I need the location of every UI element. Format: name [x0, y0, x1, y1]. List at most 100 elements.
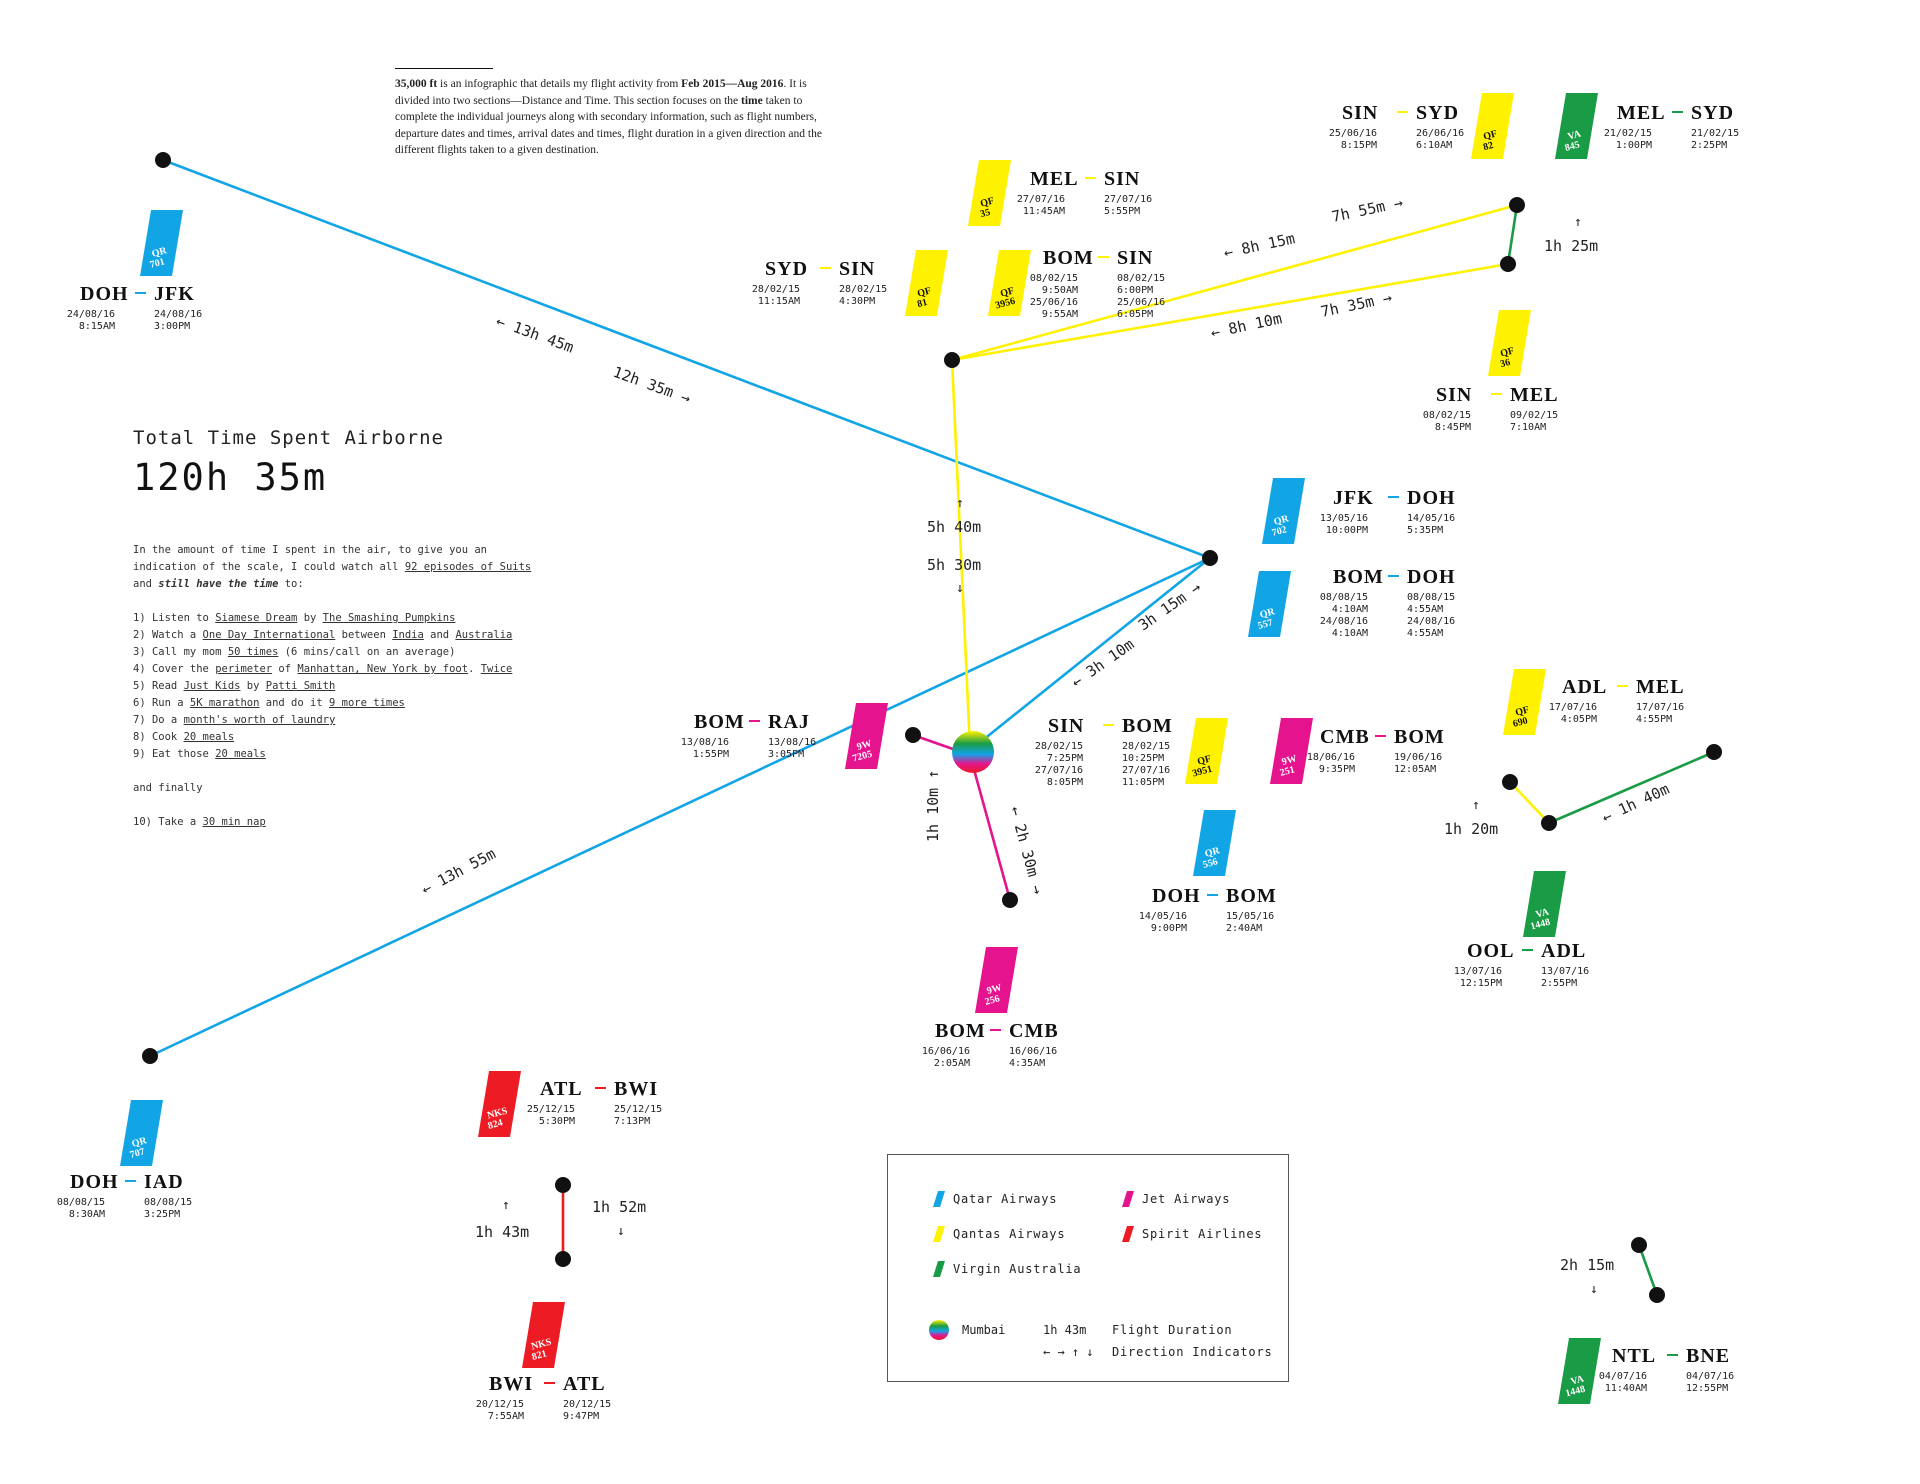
flight-number: 3956	[994, 296, 1016, 312]
duration-label: 7h 35m →	[1319, 288, 1393, 321]
route-line	[972, 556, 1211, 750]
departure-time: 28/02/15	[1035, 741, 1083, 752]
departure-time: 12:15PM	[1460, 978, 1502, 989]
tailfin-icon	[975, 947, 1018, 1013]
departure-time: 9:55AM	[1042, 309, 1078, 320]
list-item: 9) Eat those 20 meals	[133, 748, 266, 760]
arrival-time: 6:10AM	[1416, 140, 1452, 151]
flight-code: QF	[1482, 128, 1498, 142]
departure-time: 11:45AM	[1023, 206, 1065, 217]
tailfin-icon	[968, 160, 1011, 226]
departure-time: 10:00PM	[1326, 525, 1368, 536]
duration-label: ↑	[956, 496, 964, 511]
airport-dot	[944, 352, 960, 368]
duration-label: 1h 25m	[1544, 237, 1598, 255]
arrival-time: 08/08/15	[1407, 592, 1455, 603]
tailfin-icon	[845, 703, 888, 769]
destination-code: BOM	[1122, 715, 1173, 737]
list-item: 6) Run a 5K marathon and do it 9 more ti…	[133, 697, 405, 709]
flight-code: 9W	[856, 738, 873, 753]
list-item: 2) Watch a One Day International between…	[133, 629, 513, 641]
arrival-time: 21/02/15	[1691, 128, 1739, 139]
arrival-time: 6:05PM	[1117, 309, 1153, 320]
flight-code: QF	[999, 285, 1015, 299]
origin-code: SIN	[1048, 715, 1084, 737]
departure-time: 8:15PM	[1341, 140, 1377, 151]
arrival-time: 13/08/16	[768, 737, 816, 748]
mumbai-hub-marker	[952, 731, 994, 773]
duration-label: 1h 43m	[475, 1223, 529, 1241]
departure-time: 27/07/16	[1017, 194, 1065, 205]
origin-code: JFK	[1333, 487, 1374, 509]
legend-airline-name: Qatar Airways	[953, 1192, 1057, 1206]
airport-dot	[142, 1048, 158, 1064]
flight-code: QF	[1499, 345, 1515, 359]
airport-dot	[1502, 774, 1518, 790]
duration-label: 2h 15m	[1560, 1256, 1614, 1274]
origin-code: OOL	[1467, 940, 1514, 962]
destination-code: MEL	[1636, 676, 1685, 698]
flight-number: 701	[149, 256, 166, 271]
arrival-time: 10:25PM	[1122, 753, 1164, 764]
flight-number: 35	[979, 207, 992, 220]
duration-label: 5h 30m	[927, 556, 981, 574]
arrival-time: 2:55PM	[1541, 978, 1577, 989]
duration-label: ↓	[956, 581, 964, 596]
origin-code: DOH	[70, 1171, 119, 1193]
destination-code: BOM	[1394, 726, 1445, 748]
departure-time: 4:10AM	[1332, 628, 1368, 639]
flight-number: 845	[1564, 139, 1581, 154]
airline-swatch-icon	[1122, 1226, 1134, 1242]
departure-time: 8:15AM	[79, 321, 115, 332]
airport-dot	[155, 152, 171, 168]
departure-time: 08/08/15	[1320, 592, 1368, 603]
tailfin-icon	[522, 1302, 565, 1368]
flight-code: QR	[1259, 606, 1277, 621]
arrival-time: 9:47PM	[563, 1411, 599, 1422]
departure-time: 24/08/16	[1320, 616, 1368, 627]
total-time-value: 120h 35m	[133, 456, 328, 499]
duration-label: ← 8h 15m	[1222, 229, 1296, 262]
arrival-time: 08/08/15	[144, 1197, 192, 1208]
origin-code: BOM	[935, 1020, 986, 1042]
flight-number: 82	[1482, 140, 1495, 153]
duration-label: 3h 15m →	[1135, 578, 1205, 634]
arrival-time: 11:05PM	[1122, 777, 1164, 788]
flight-code: VA	[1567, 128, 1583, 142]
comparison-list: In the amount of time I spent in the air…	[133, 542, 573, 831]
legend-duration-sample: 1h 43m	[1043, 1323, 1086, 1337]
departure-time: 24/08/16	[67, 309, 115, 320]
tailfin-icon	[140, 210, 183, 276]
departure-time: 20/12/15	[476, 1399, 524, 1410]
route-line	[1509, 781, 1550, 824]
destination-code: DOH	[1407, 487, 1456, 509]
departure-time: 17/07/16	[1549, 702, 1597, 713]
legend-airline-name: Virgin Australia	[953, 1262, 1081, 1276]
airport-dot	[1202, 550, 1218, 566]
flight-code: QR	[131, 1135, 149, 1150]
airport-dot	[1631, 1237, 1647, 1253]
departure-time: 5:30PM	[539, 1116, 575, 1127]
destination-code: DOH	[1407, 566, 1456, 588]
route-line	[951, 203, 1518, 362]
arrival-time: 27/07/16	[1104, 194, 1152, 205]
destination-code: BWI	[614, 1078, 658, 1100]
arrival-time: 15/05/16	[1226, 911, 1274, 922]
airport-dot	[1541, 815, 1557, 831]
arrival-time: 6:00PM	[1117, 285, 1153, 296]
route-line	[149, 556, 1211, 1058]
para-line: In the amount of time I spent in the air…	[133, 544, 488, 556]
flight-number: 256	[984, 993, 1001, 1008]
tailfin-icon	[1248, 571, 1291, 637]
arrival-time: 24/08/16	[1407, 616, 1455, 627]
tailfin-icon	[1503, 669, 1546, 735]
list-item: 8) Cook 20 meals	[133, 731, 235, 743]
airline-swatch-icon	[933, 1226, 945, 1242]
arrival-time: 25/06/16	[1117, 297, 1165, 308]
total-time-label: Total Time Spent Airborne	[133, 427, 444, 449]
duration-label: 12h 35m →	[611, 363, 694, 408]
airport-dot	[905, 727, 921, 743]
legend-airline-name: Spirit Airlines	[1142, 1227, 1262, 1241]
